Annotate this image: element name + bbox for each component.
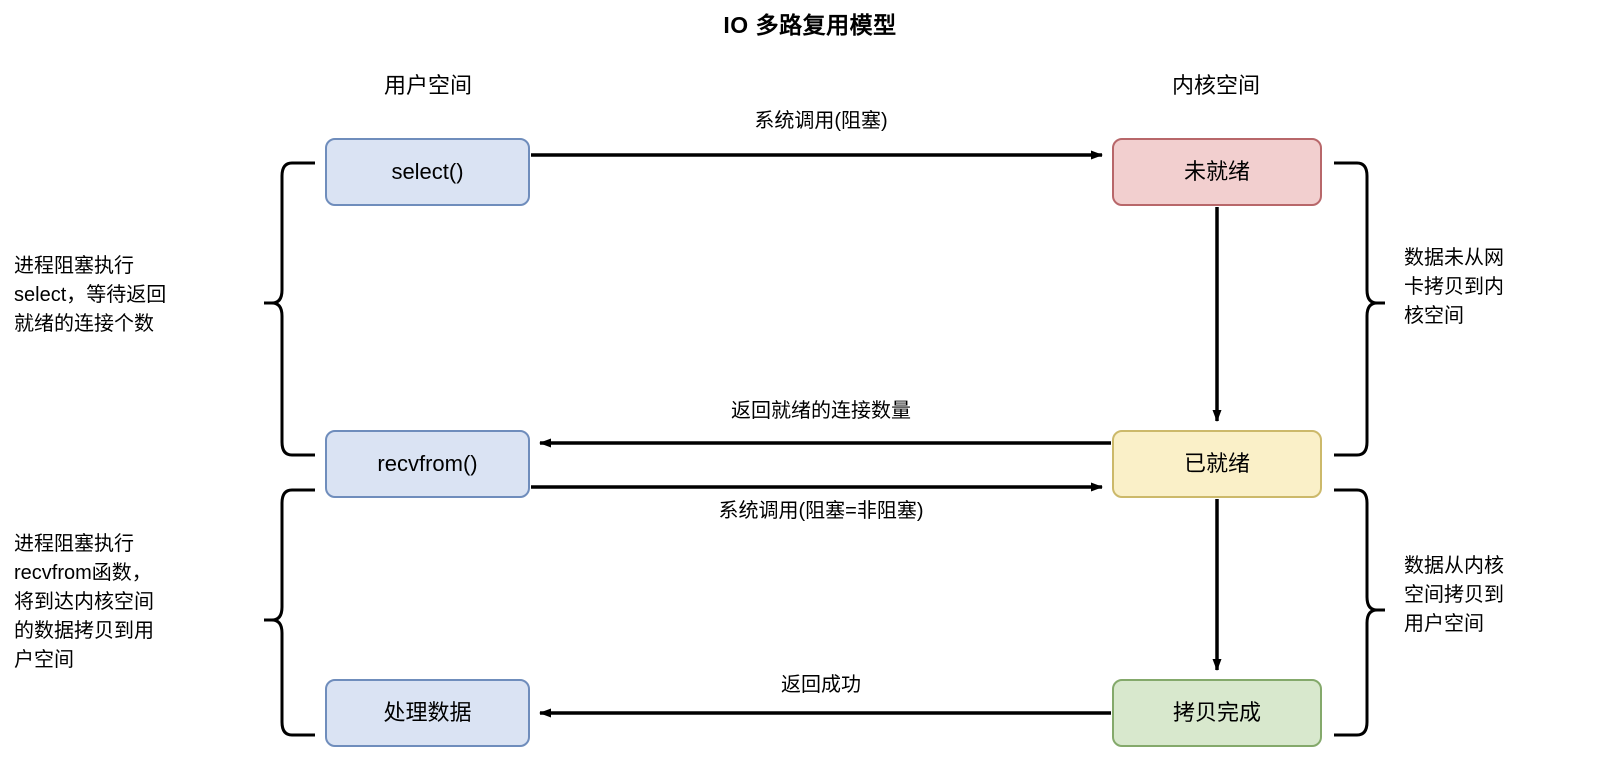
annotation-right-bottom: 数据从内核 空间拷贝到 用户空间 bbox=[1404, 555, 1504, 635]
brace-left-top bbox=[264, 161, 315, 457]
brace-left-bottom bbox=[264, 488, 315, 737]
brace-right-bottom bbox=[1334, 488, 1385, 737]
annotation-left-bottom: 进程阻塞执行 recvfrom函数， 将到达内核空间 的数据拷贝到用 户空间 bbox=[14, 533, 154, 671]
node-select[interactable]: select() bbox=[325, 138, 530, 206]
node-copy-done[interactable]: 拷贝完成 bbox=[1112, 679, 1322, 747]
node-ready[interactable]: 已就绪 bbox=[1112, 430, 1322, 498]
edge-label-return-ready-count: 返回就绪的连接数量 bbox=[731, 400, 911, 422]
edge-label-syscall-blocking: 系统调用(阻塞) bbox=[754, 110, 888, 132]
column-header-user-space: 用户空间 bbox=[383, 73, 472, 98]
edge-label-return-success: 返回成功 bbox=[781, 674, 861, 696]
node-not-ready[interactable]: 未就绪 bbox=[1112, 138, 1322, 206]
node-recvfrom[interactable]: recvfrom() bbox=[325, 430, 530, 498]
node-process-data[interactable]: 处理数据 bbox=[325, 679, 530, 747]
page-title: IO 多路复用模型 bbox=[723, 12, 897, 38]
annotation-left-top: 进程阻塞执行 select，等待返回 就绪的连接个数 bbox=[14, 255, 167, 335]
edge-label-syscall-blocking-nonblocking: 系统调用(阻塞=非阻塞) bbox=[718, 500, 924, 522]
annotation-right-top: 数据未从网 卡拷贝到内 核空间 bbox=[1404, 247, 1504, 327]
column-header-kernel-space: 内核空间 bbox=[1171, 73, 1260, 98]
brace-right-top bbox=[1334, 161, 1385, 457]
